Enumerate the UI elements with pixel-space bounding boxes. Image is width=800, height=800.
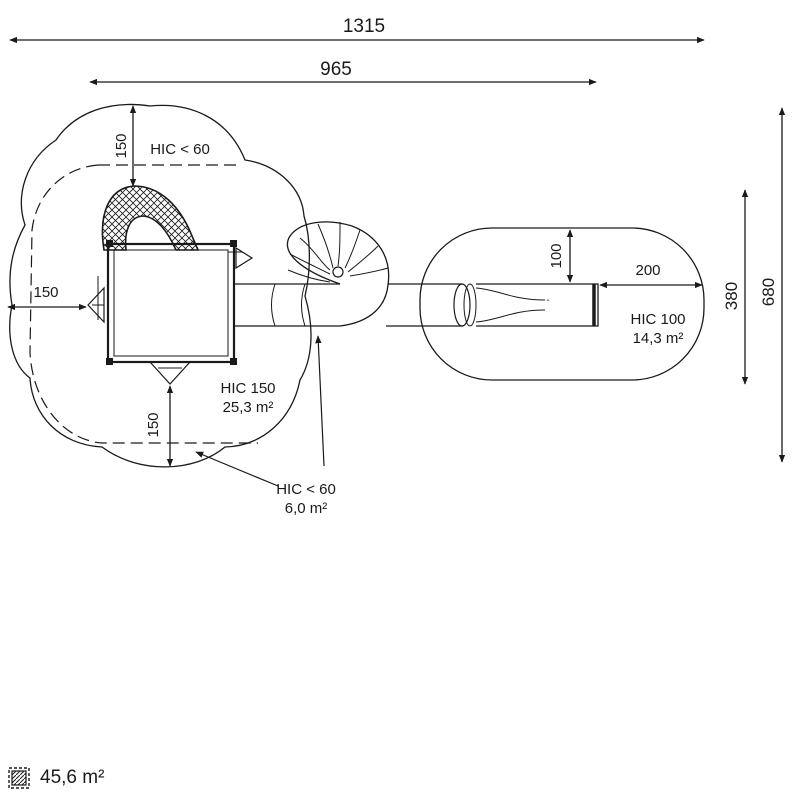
hic60-label: HIC < 60: [276, 481, 336, 498]
hic100-area: 14,3 m²: [633, 330, 684, 347]
dim-overall-depth: 680: [759, 278, 778, 306]
dim-slide-exit-offset: 100: [548, 243, 565, 268]
slide-safety-zone: [419, 227, 705, 381]
leader-hic60-edge: [195, 451, 279, 487]
legend-total-area: 45,6 m²: [40, 767, 105, 788]
dim-clearance-bottom: 150: [145, 412, 162, 437]
tube-slide: -: [234, 221, 599, 327]
tower: [87, 240, 254, 385]
net-climber-fill: [101, 185, 200, 251]
dim-equipment-width: 965: [320, 59, 352, 80]
leader-hic60-tube: [315, 335, 325, 467]
legend: 45,6 m²: [8, 764, 104, 792]
hic-top-label: HIC < 60: [150, 141, 210, 158]
hatched-square-icon: [8, 767, 30, 789]
dim-slide-runout: 200: [635, 262, 660, 279]
slide-mark: -: [546, 295, 549, 306]
hic60-area: 6,0 m²: [285, 500, 328, 517]
hic150-label: HIC 150: [220, 380, 275, 397]
hic-boundary-dashed: [29, 164, 258, 444]
safety-zone-outline: [9, 103, 312, 468]
dim-clearance-left: 150: [33, 284, 58, 301]
dim-clearance-top: 150: [113, 133, 130, 158]
dim-overall-width: 1315: [343, 16, 385, 37]
hic100-label: HIC 100: [630, 311, 685, 328]
dim-slide-zone-depth: 380: [722, 282, 741, 310]
hic150-area: 25,3 m²: [223, 399, 274, 416]
